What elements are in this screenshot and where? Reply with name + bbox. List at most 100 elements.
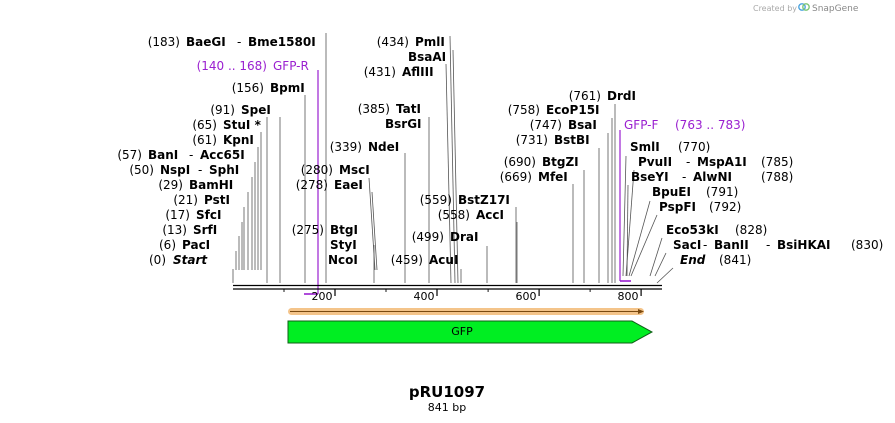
site-name[interactable]: BtgZI — [542, 155, 579, 169]
primer-name[interactable]: GFP-F — [624, 118, 659, 132]
site-pos: (65) — [192, 118, 217, 132]
svg-text:-: - — [198, 163, 202, 177]
snapgene-logo-icon — [798, 3, 810, 11]
primer-name[interactable]: GFP-R — [273, 59, 309, 73]
site-name[interactable]: PmlI — [415, 35, 445, 49]
svg-text:-: - — [189, 148, 193, 162]
tick-label-200: 200 — [312, 290, 333, 303]
site-name[interactable]: BsaI — [568, 118, 597, 132]
site-connector-line — [371, 191, 378, 271]
site-pos: (669) — [500, 170, 532, 184]
site-pos: (57) — [117, 148, 142, 162]
site-name[interactable]: SpeI — [241, 103, 271, 117]
site-name[interactable]: End — [680, 253, 706, 267]
site-name[interactable]: StuI * — [223, 118, 262, 132]
site-pos: (385) — [358, 102, 390, 116]
site-name[interactable]: Start — [173, 253, 208, 267]
site-name[interactable]: MfeI — [538, 170, 568, 184]
site-name[interactable]: MspA1I — [697, 155, 747, 169]
site-name[interactable]: DrdI — [607, 89, 636, 103]
site-name[interactable]: NdeI — [368, 140, 399, 154]
site-pos: (91) — [210, 103, 235, 117]
site-name[interactable]: StyI — [330, 238, 357, 252]
credit-brand: SnapGene — [812, 4, 859, 14]
site-pos: (431) — [364, 65, 396, 79]
site-pos: (278) — [296, 178, 328, 192]
right-site-labels: GFP-F (763 .. 783) SmlI (770) PvuII - Ms… — [624, 118, 883, 267]
site-connector-line — [445, 63, 452, 284]
site-name[interactable]: BanII — [714, 238, 749, 252]
orf-bar — [288, 308, 644, 315]
site-pos: (830) — [851, 238, 883, 252]
site-pos: (785) — [761, 155, 793, 169]
upper-right-site-labels: (761) DrdI (758) EcoP15I (747) BsaI (731… — [500, 89, 636, 184]
site-name[interactable]: PspFI — [659, 200, 696, 214]
site-name[interactable]: PstI — [204, 193, 230, 207]
site-connectors — [232, 33, 674, 284]
site-name[interactable]: BstBI — [554, 133, 590, 147]
site-pos: (6) — [159, 238, 176, 252]
site-name[interactable]: EaeI — [334, 178, 363, 192]
site-connector-line — [626, 184, 629, 277]
site-name[interactable]: BtgI — [330, 223, 358, 237]
site-name[interactable]: KpnI — [223, 133, 254, 147]
tick-label-800: 800 — [618, 290, 639, 303]
site-pos: (339) — [330, 140, 362, 154]
site-pos: (841) — [719, 253, 751, 267]
site-name[interactable]: PacI — [182, 238, 210, 252]
site-pos: (747) — [530, 118, 562, 132]
backbone: 200 400 600 800 — [233, 284, 662, 303]
site-name[interactable]: AlwNI — [693, 170, 732, 184]
site-pos: (50) — [129, 163, 154, 177]
site-name[interactable]: BpuEI — [652, 185, 691, 199]
site-name[interactable]: DraI — [450, 230, 478, 244]
primer-markers — [304, 70, 631, 295]
site-name[interactable]: MscI — [339, 163, 370, 177]
site-name[interactable]: BanI — [148, 148, 178, 162]
site-name[interactable]: NspI — [160, 163, 190, 177]
site-name[interactable]: SrfI — [193, 223, 217, 237]
feature-gfp-arrow[interactable] — [287, 320, 654, 344]
site-connector-line — [622, 155, 627, 277]
site-name[interactable]: AccI — [476, 208, 504, 222]
site-name[interactable]: PvuII — [638, 155, 672, 169]
site-pos: (0) — [149, 253, 166, 267]
site-pos: (558) — [438, 208, 470, 222]
svg-text:-: - — [682, 170, 686, 184]
site-name[interactable]: BaeGI — [186, 35, 226, 49]
site-name[interactable]: TatI — [396, 102, 421, 116]
site-pos: (559) — [420, 193, 452, 207]
site-name[interactable]: BpmI — [270, 81, 305, 95]
site-name[interactable]: BsrGI — [385, 117, 422, 131]
site-name[interactable]: AcuI — [429, 253, 458, 267]
site-name[interactable]: SacI — [673, 238, 701, 252]
site-pos: (17) — [165, 208, 190, 222]
feature-gfp[interactable]: GFP — [287, 320, 654, 344]
left-site-labels: (183) BaeGI - Bme1580I (140 .. 168) GFP-… — [117, 35, 315, 267]
site-name[interactable]: BamHI — [189, 178, 233, 192]
site-name[interactable]: AflIII — [402, 65, 434, 79]
site-connector-line — [630, 214, 658, 277]
site-connector-line — [649, 237, 663, 277]
site-name[interactable]: SmlI — [630, 140, 660, 154]
site-pos: (758) — [508, 103, 540, 117]
site-name[interactable]: EcoP15I — [546, 103, 600, 117]
site-name[interactable]: BseYI — [631, 170, 669, 184]
site-pos: (731) — [516, 133, 548, 147]
tick-label-400: 400 — [414, 290, 435, 303]
site-pos: (156) — [232, 81, 264, 95]
site-name[interactable]: Eco53kI — [666, 223, 719, 237]
site-name[interactable]: Bme1580I — [248, 35, 316, 49]
credit-prefix: Created by — [753, 4, 797, 13]
site-name[interactable]: SphI — [209, 163, 239, 177]
site-connector-line — [656, 267, 674, 284]
site-name[interactable]: SfcI — [196, 208, 221, 222]
site-name[interactable]: BstZ17I — [458, 193, 510, 207]
svg-text:-: - — [686, 155, 690, 169]
site-name[interactable]: Acc65I — [200, 148, 245, 162]
site-name[interactable]: BsiHKAI — [777, 238, 831, 252]
site-name[interactable]: NcoI — [328, 253, 358, 267]
site-name[interactable]: BsaAI — [408, 50, 446, 64]
primer-range: (140 .. 168) — [197, 59, 267, 73]
feature-gfp-label: GFP — [451, 325, 473, 338]
